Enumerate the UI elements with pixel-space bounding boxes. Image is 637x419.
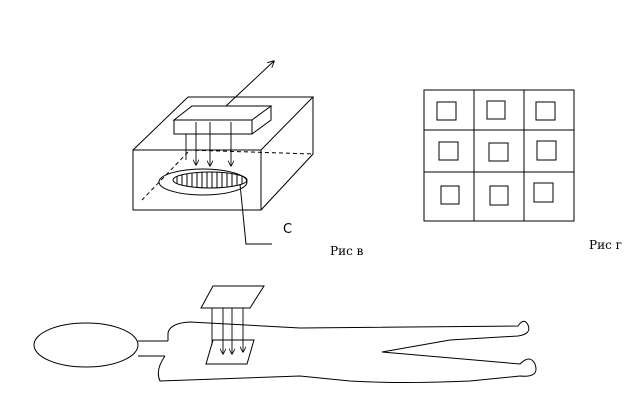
label-c: C (283, 222, 292, 237)
cell-square (533, 182, 554, 203)
cell-square (536, 140, 557, 161)
cell-square (486, 100, 506, 120)
beam-arrows (185, 122, 231, 166)
grid-outer-frame (423, 89, 575, 222)
cell-square (436, 101, 457, 121)
figure-g-grid: Рис г (423, 89, 622, 252)
body-emitter-plate (200, 285, 265, 309)
skin-target-patch (205, 339, 255, 365)
hatched-target (158, 168, 248, 196)
body-outline (157, 320, 537, 383)
movement-arrow (225, 61, 274, 107)
cell-square (438, 141, 459, 161)
cell-square (535, 101, 556, 121)
patient-figure (33, 285, 537, 383)
caption-fig-g: Рис г (589, 238, 622, 252)
head-outline (33, 322, 139, 368)
leader-line-c (239, 183, 272, 245)
box-right-face (260, 97, 314, 211)
box-top-face (132, 96, 315, 151)
figure-v-apparatus: C Рис в (132, 61, 364, 258)
emitter-plate (172, 105, 273, 135)
cell-square (440, 185, 460, 205)
cell-square (488, 142, 509, 162)
hidden-edge-back (187, 149, 314, 155)
caption-fig-v: Рис в (330, 244, 364, 258)
cell-square (489, 185, 509, 206)
